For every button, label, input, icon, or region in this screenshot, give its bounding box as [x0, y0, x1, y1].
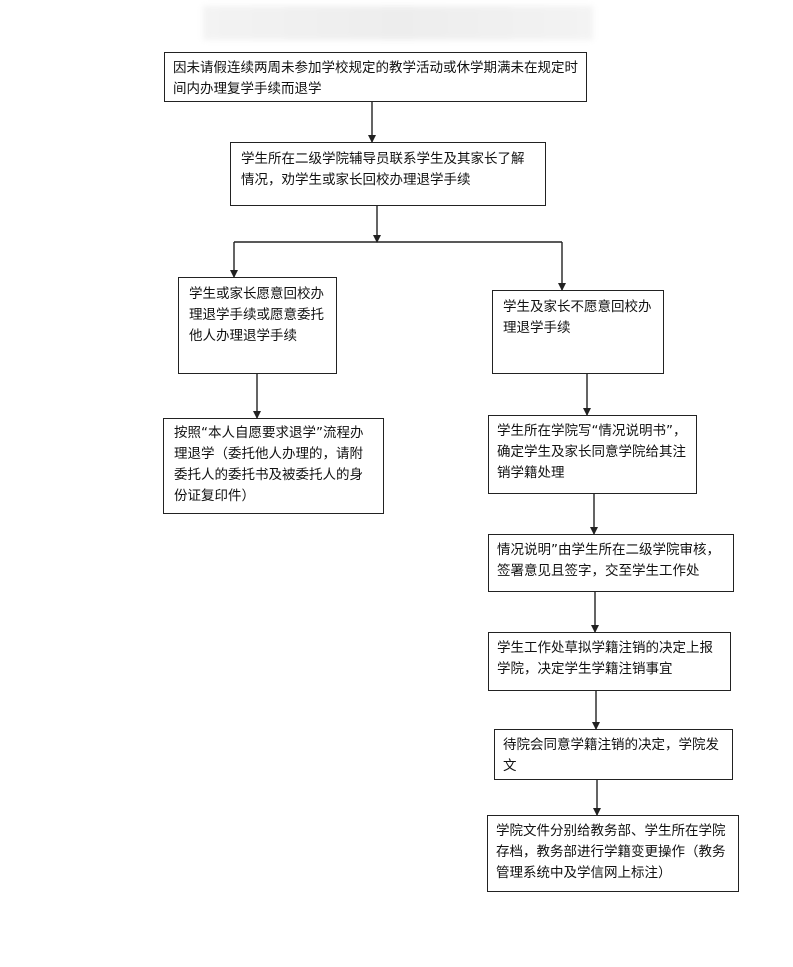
node-approve-text: 待院会同意学籍注销的决定，学院发文: [503, 737, 719, 774]
node-archive: 学院文件分别给教务部、学生所在学院存档，教务部进行学籍变更操作（教务管理系统中及…: [487, 815, 739, 892]
node-report: 学生所在学院写“情况说明书”，确定学生及家长同意学院给其注销学籍处理: [488, 415, 697, 494]
node-start: 因未请假连续两周未参加学校规定的教学活动或休学期满未在规定时间内办理复学手续而退…: [164, 52, 587, 102]
node-voluntary: 按照“本人自愿要求退学”流程办理退学（委托他人办理的，请附委托人的委托书及被委托…: [163, 418, 384, 514]
node-contact: 学生所在二级学院辅导员联系学生及其家长了解情况，劝学生或家长回校办理退学手续: [230, 142, 546, 206]
node-draft: 学生工作处草拟学籍注销的决定上报学院，决定学生学籍注销事宜: [488, 632, 731, 691]
node-willing-text: 学生或家长愿意回校办理退学手续或愿意委托他人办理退学手续: [189, 286, 324, 344]
node-review-text: 情况说明”由学生所在二级学院审核，签署意见且签字，交至学生工作处: [497, 542, 720, 579]
node-voluntary-text: 按照“本人自愿要求退学”流程办理退学（委托他人办理的，请附委托人的委托书及被委托…: [174, 425, 364, 504]
node-start-text: 因未请假连续两周未参加学校规定的教学活动或休学期满未在规定时间内办理复学手续而退…: [173, 60, 578, 97]
node-archive-text: 学院文件分别给教务部、学生所在学院存档，教务部进行学籍变更操作（教务管理系统中及…: [496, 823, 726, 881]
node-unwilling: 学生及家长不愿意回校办理退学手续: [492, 290, 664, 374]
node-approve: 待院会同意学籍注销的决定，学院发文: [494, 729, 733, 780]
node-unwilling-text: 学生及家长不愿意回校办理退学手续: [503, 299, 652, 336]
node-draft-text: 学生工作处草拟学籍注销的决定上报学院，决定学生学籍注销事宜: [497, 640, 713, 677]
blurred-title: [203, 6, 593, 40]
node-review: 情况说明”由学生所在二级学院审核，签署意见且签字，交至学生工作处: [488, 534, 734, 592]
node-report-text: 学生所在学院写“情况说明书”，确定学生及家长同意学院给其注销学籍处理: [497, 423, 687, 481]
node-contact-text: 学生所在二级学院辅导员联系学生及其家长了解情况，劝学生或家长回校办理退学手续: [241, 151, 525, 188]
node-willing: 学生或家长愿意回校办理退学手续或愿意委托他人办理退学手续: [178, 277, 337, 374]
